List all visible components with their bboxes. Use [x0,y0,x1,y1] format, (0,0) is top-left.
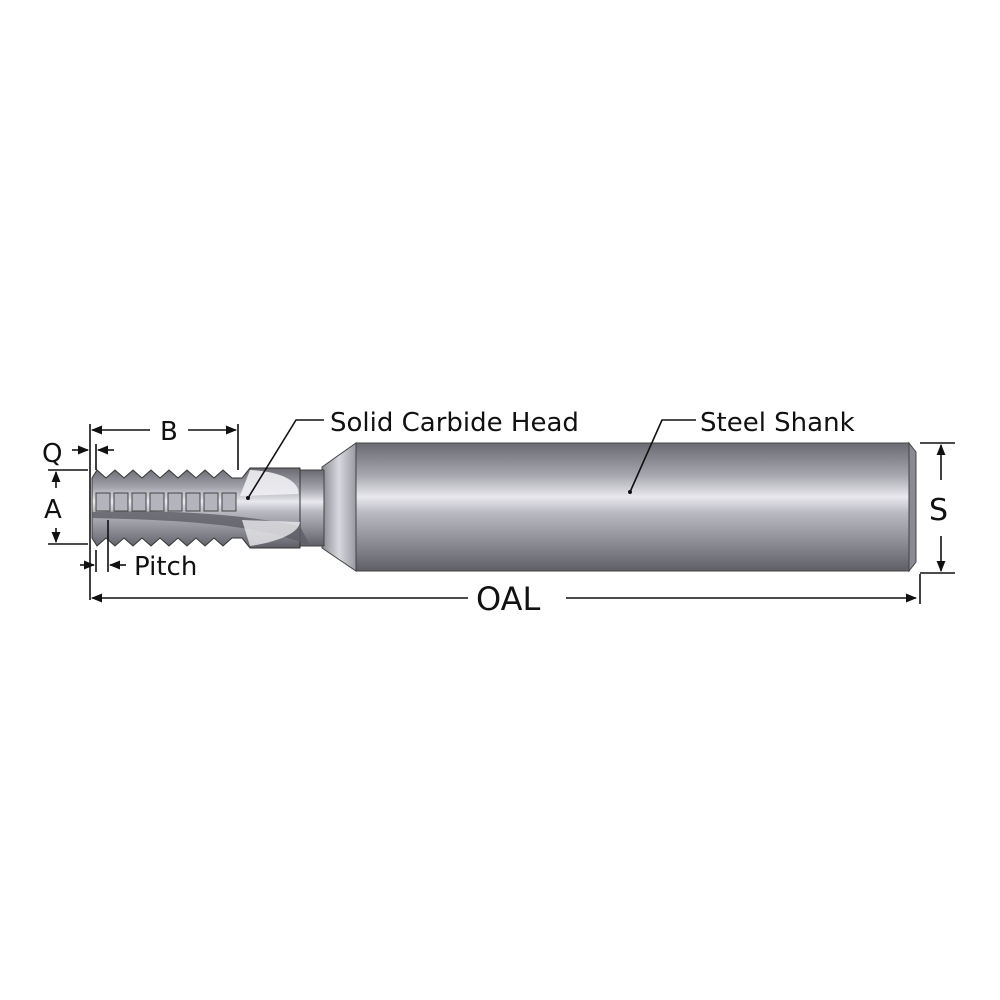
shank-chamfer [321,442,357,572]
shank-leader [629,419,696,493]
dim-q-label: Q [42,439,62,469]
cutting-teeth [95,492,237,512]
carbide-head [91,467,310,549]
dim-pitch-label: Pitch [134,552,197,582]
head-leader [247,419,324,499]
dim-s-label: S [929,493,948,528]
dim-b-label: B [160,417,178,447]
dim-oal-label: OAL [476,580,541,618]
steel-shank [355,441,917,573]
shank-label: Steel Shank [700,408,855,438]
dim-a-label: A [44,495,62,525]
head-label: Solid Carbide Head [330,408,579,438]
